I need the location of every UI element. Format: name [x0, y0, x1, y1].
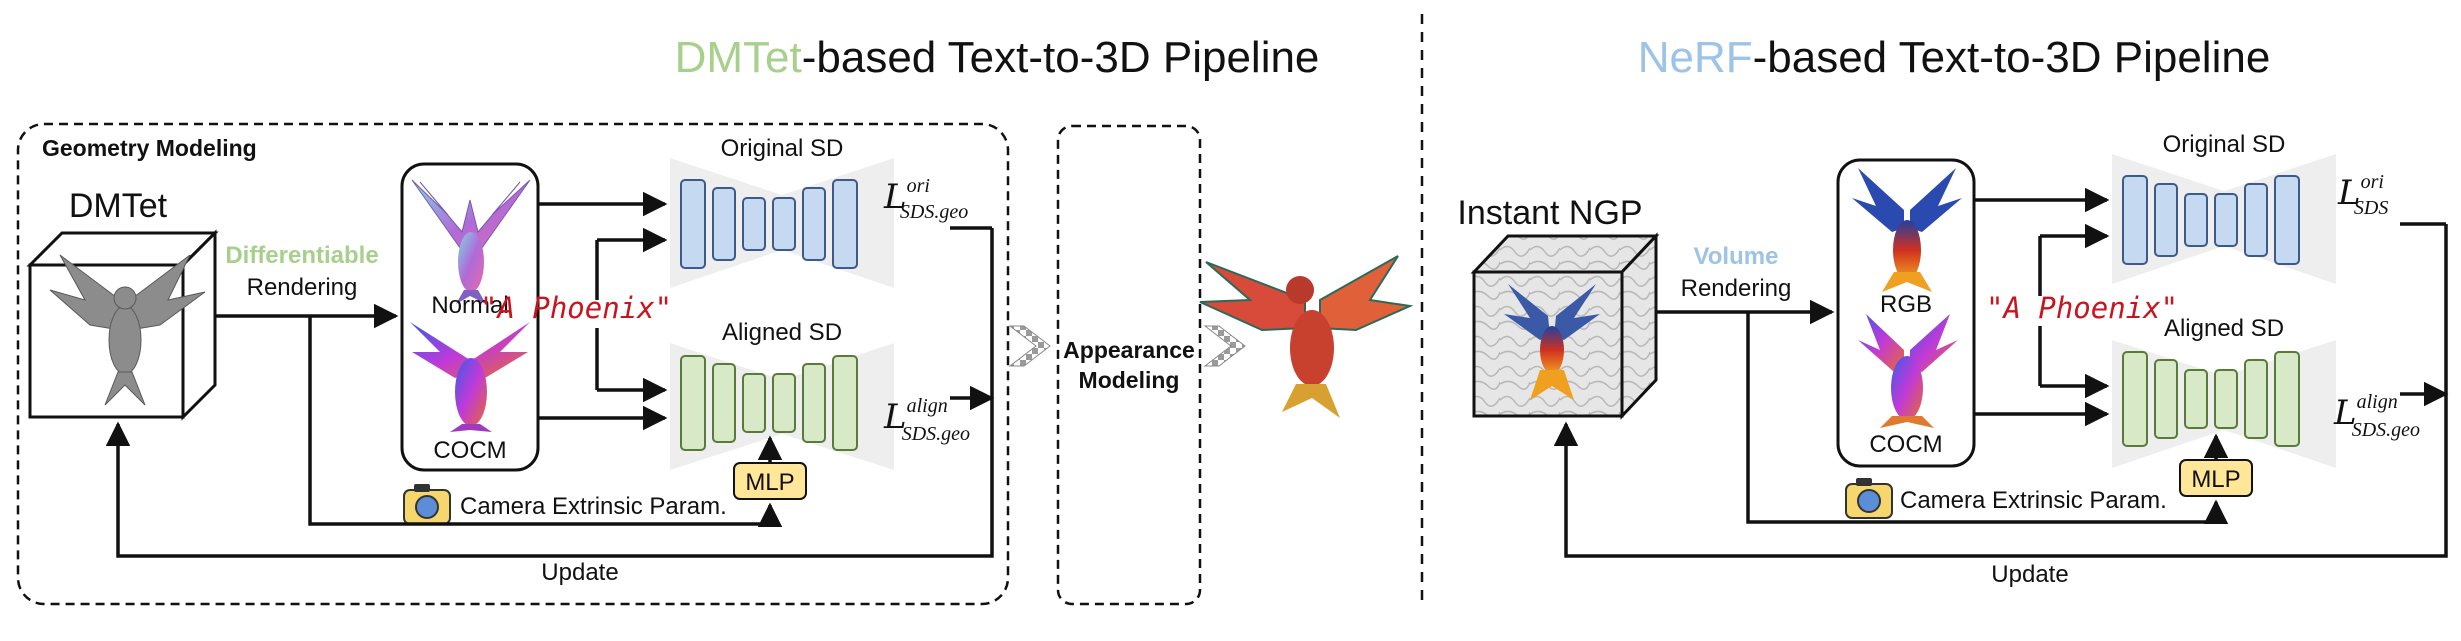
dmtet-cube	[26, 229, 219, 421]
checker-chevron-icon	[1008, 325, 1051, 367]
right-camera-label: Camera Extrinsic Param.	[1900, 487, 2167, 514]
right-original-sd-unet	[2112, 154, 2336, 284]
left-update-label: Update	[541, 559, 618, 586]
left-prompt: "A Phoenix"	[480, 291, 672, 325]
geometry-modeling-label: Geometry Modeling	[42, 135, 257, 161]
right-aligned-sd-label: Aligned SD	[2164, 315, 2284, 342]
right-update-label: Update	[1991, 561, 2068, 588]
textured-phoenix-icon	[1199, 255, 1414, 418]
dmtet-label: DMTet	[69, 187, 168, 225]
left-map-bottom-label: COCM	[433, 437, 506, 464]
right-original-sd-label: Original SD	[2163, 131, 2286, 158]
normal-map-icon	[411, 179, 531, 304]
left-original-sd-unet	[670, 158, 894, 288]
right-mlp-label: MLP	[2191, 466, 2240, 493]
right-mlp-box	[2179, 459, 2253, 497]
left-title: DMTet-based Text-to-3D Pipeline	[675, 33, 1320, 82]
rgb-cocm-map-icon	[1858, 314, 1958, 428]
left-mlp-box	[733, 462, 807, 500]
left-arrows	[105, 191, 995, 558]
checker-chevron-icon	[1203, 325, 1246, 367]
left-title-rest: -based Text-to-3D Pipeline	[802, 33, 1320, 82]
right-camera-to-mlp-arrow	[1746, 312, 2229, 525]
left-render-bottom: Rendering	[247, 274, 358, 301]
instant-ngp-label: Instant NGP	[1457, 194, 1642, 232]
right-prompt: "A Phoenix"	[1986, 291, 2178, 325]
right-arrows	[1553, 187, 2449, 558]
left-aligned-sd-unet	[670, 343, 894, 470]
right-map-bottom-label: COCM	[1869, 431, 1942, 458]
right-maps-box	[1836, 158, 1976, 468]
left-camera-icon	[403, 484, 451, 525]
right-title: NeRF-based Text-to-3D Pipeline	[1638, 33, 2271, 82]
rgb-map-icon	[1852, 168, 1962, 292]
left-camera-to-mlp-arrow	[308, 316, 783, 528]
instant-ngp-cube	[1470, 232, 1660, 420]
cocm-map-icon	[410, 322, 530, 432]
appearance-label-top: Appearance	[1063, 337, 1195, 363]
appearance-label-bottom: Modeling	[1079, 367, 1180, 393]
left-title-accent: DMTet	[675, 33, 802, 82]
left-original-sd-label: Original SD	[721, 135, 844, 162]
right-render-bottom: Rendering	[1681, 275, 1792, 302]
right-title-rest: -based Text-to-3D Pipeline	[1753, 33, 2271, 82]
phoenix-mesh-icon	[49, 254, 206, 406]
right-map-top-label: RGB	[1880, 291, 1932, 318]
right-title-accent: NeRF	[1638, 33, 1753, 82]
right-aligned-sd-unet	[2112, 340, 2336, 468]
right-camera-icon	[1845, 478, 1893, 519]
right-render-top: Volume	[1694, 243, 1779, 270]
left-render-top: Differentiable	[225, 242, 378, 269]
geometry-modeling-box	[16, 122, 1010, 606]
left-map-top-label: Normal	[431, 292, 508, 319]
left-maps-box	[400, 162, 540, 472]
left-camera-label: Camera Extrinsic Param.	[460, 493, 727, 520]
left-mlp-label: MLP	[745, 469, 794, 496]
appearance-modeling-box	[1056, 124, 1202, 606]
left-aligned-sd-label: Aligned SD	[722, 319, 842, 346]
phoenix-nerf-icon	[1504, 284, 1600, 400]
